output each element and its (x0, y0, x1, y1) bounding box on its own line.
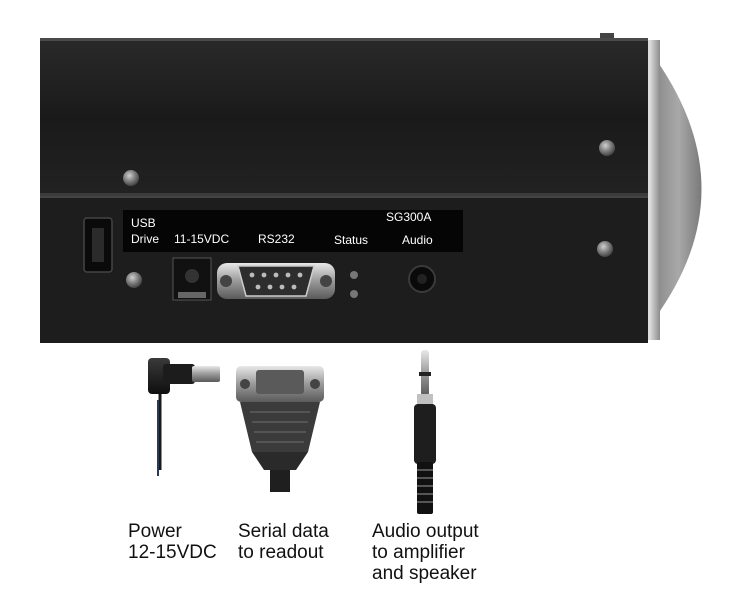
serial-caption: Serial data to readout (238, 521, 329, 563)
screw-icon (123, 140, 615, 288)
housing-top (40, 38, 648, 196)
power-label: 11-15VDC (174, 232, 230, 246)
audio-plug-icon (414, 350, 436, 514)
usb-label-line1: USB (131, 216, 156, 230)
serial-plug-icon (236, 366, 324, 492)
usb-port (83, 217, 113, 273)
usb-label-line2: Drive (131, 232, 160, 246)
audio-jack (408, 265, 436, 293)
power-jack (172, 257, 212, 301)
rs232-label: RS232 (258, 232, 295, 246)
power-plug-icon (148, 358, 220, 476)
status-label: Status (334, 233, 369, 247)
label-strip (123, 210, 463, 252)
rs232-connector (217, 263, 335, 299)
side-dome (655, 58, 702, 318)
model-label: SG300A (386, 210, 432, 224)
audio-label: Audio (402, 233, 433, 247)
status-led-icon (350, 271, 358, 298)
audio-caption: Audio output to amplifier and speaker (372, 521, 479, 584)
power-caption: Power 12-15VDC (128, 521, 217, 563)
